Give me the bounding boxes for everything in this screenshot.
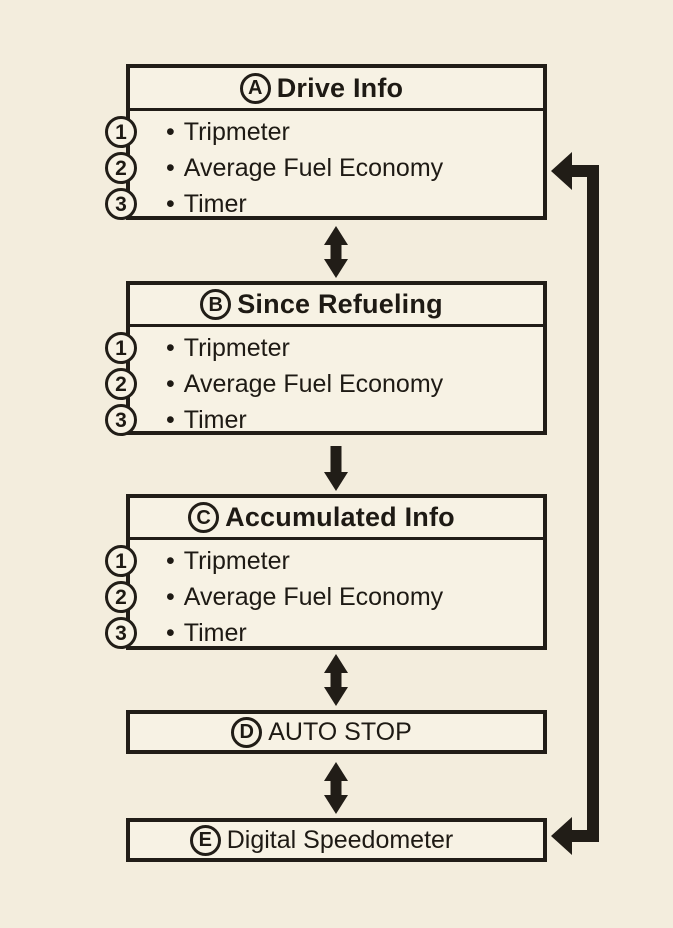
list-item-label: Timer	[183, 618, 247, 647]
box-digital-speedometer: E Digital Speedometer	[126, 818, 547, 862]
step-circle-2: 2	[105, 368, 137, 400]
box-title: AUTO STOP	[268, 717, 412, 746]
list-item: 3 • Timer	[105, 402, 543, 438]
list-item: 2 • Average Fuel Economy	[105, 579, 543, 615]
label-circle-c: C	[188, 502, 220, 533]
box-title: Drive Info	[276, 72, 404, 103]
list-item-label: Tripmeter	[183, 117, 290, 146]
step-circle-2: 2	[105, 581, 137, 613]
up-down-arrow-icon-c-d	[324, 654, 348, 706]
list-item: 2 • Average Fuel Economy	[105, 150, 543, 186]
step-circle-2: 2	[105, 152, 137, 184]
step-circle-3: 3	[105, 188, 137, 220]
box-header: D AUTO STOP	[130, 714, 543, 750]
box-title: Since Refueling	[237, 289, 443, 319]
step-circle-1: 1	[105, 545, 137, 577]
return-arrow-icon-e-to-a	[551, 152, 599, 855]
list-item-label: Timer	[183, 189, 247, 218]
bullet-icon: •	[166, 189, 175, 218]
list-item: 3 • Timer	[105, 186, 543, 222]
box-header: B Since Refueling	[130, 285, 543, 327]
list-item-label: Tripmeter	[183, 333, 290, 362]
list-item: 1 • Tripmeter	[105, 543, 543, 579]
box-title: Digital Speedometer	[226, 825, 454, 854]
list-item: 1 • Tripmeter	[105, 114, 543, 150]
box-accumulated-info: C Accumulated Info 1 • Tripmeter 2 • Ave…	[105, 494, 547, 651]
box-body: 1 • Tripmeter 2 • Average Fuel Economy 3…	[105, 327, 543, 438]
box-header: C Accumulated Info	[130, 498, 543, 540]
box-header: E Digital Speedometer	[130, 822, 543, 858]
box-title: Accumulated Info	[225, 502, 455, 532]
bullet-icon: •	[166, 117, 175, 146]
box-header: A Drive Info	[130, 68, 543, 111]
label-circle-e: E	[189, 824, 221, 856]
down-arrow-icon-b-c	[324, 446, 348, 491]
bullet-icon: •	[166, 618, 175, 647]
bullet-icon: •	[166, 546, 175, 575]
label-circle-a: A	[239, 72, 271, 104]
list-item: 3 • Timer	[105, 615, 543, 651]
box-auto-stop: D AUTO STOP	[126, 710, 547, 754]
list-item: 1 • Tripmeter	[105, 330, 543, 366]
step-circle-3: 3	[105, 404, 137, 436]
up-down-arrow-icon-a-b	[324, 226, 348, 278]
list-item-label: Tripmeter	[183, 546, 290, 575]
step-circle-1: 1	[105, 116, 137, 148]
bullet-icon: •	[166, 333, 175, 362]
list-item-label: Timer	[183, 405, 247, 434]
list-item-label: Average Fuel Economy	[183, 582, 444, 611]
bullet-icon: •	[166, 582, 175, 611]
list-item: 2 • Average Fuel Economy	[105, 366, 543, 402]
up-down-arrow-icon-d-e	[324, 762, 348, 814]
label-circle-b: B	[200, 289, 232, 320]
step-circle-1: 1	[105, 332, 137, 364]
bullet-icon: •	[166, 405, 175, 434]
list-item-label: Average Fuel Economy	[183, 369, 444, 398]
box-body: 1 • Tripmeter 2 • Average Fuel Economy 3…	[105, 111, 543, 222]
step-circle-3: 3	[105, 617, 137, 649]
list-item-label: Average Fuel Economy	[183, 153, 444, 182]
bullet-icon: •	[166, 369, 175, 398]
bullet-icon: •	[166, 153, 175, 182]
box-since-refueling: B Since Refueling 1 • Tripmeter 2 • Aver…	[105, 281, 547, 438]
box-body: 1 • Tripmeter 2 • Average Fuel Economy 3…	[105, 540, 543, 651]
box-drive-info: A Drive Info 1 • Tripmeter 2 • Average F…	[105, 64, 547, 222]
label-circle-d: D	[231, 716, 263, 748]
